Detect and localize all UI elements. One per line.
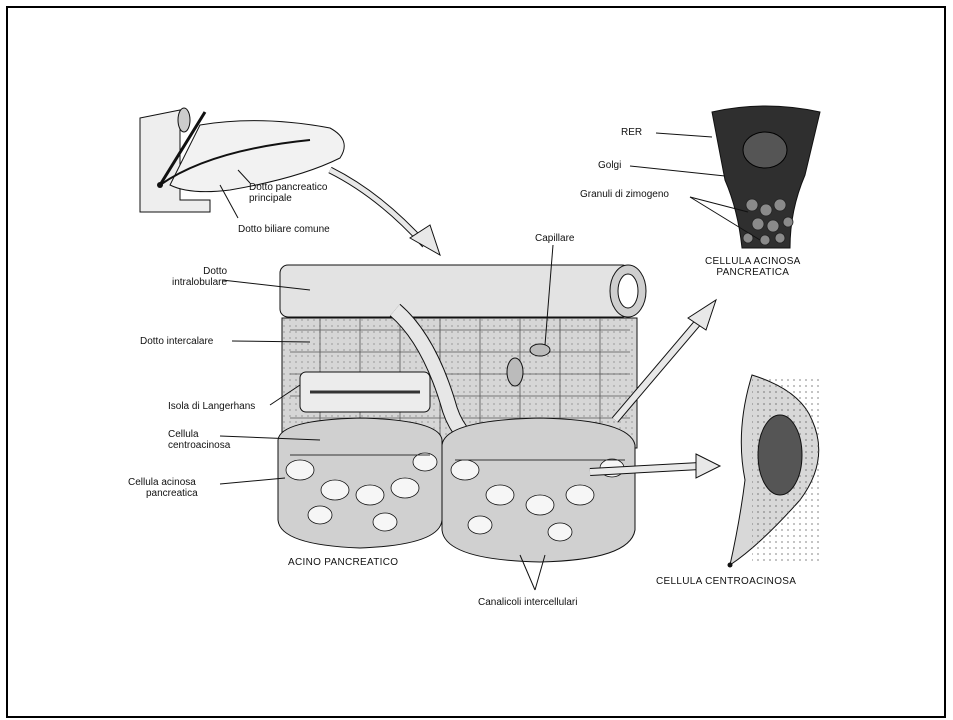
label-dotto-intralobulare-line1: Dotto [172,266,227,277]
label-canalicoli: Canalicoli intercellulari [478,597,578,608]
title-cellula-acinosa-line2: PANCREATICA [705,267,801,278]
label-granuli: Granuli di zimogeno [580,189,669,200]
label-isola-langerhans: Isola di Langerhans [168,401,255,412]
label-dotto-pancreatico-line1: Dotto pancreatico [249,182,327,193]
label-dotto-intralobulare-line2: intralobulare [172,277,227,288]
acini [278,418,635,562]
label-rer: RER [621,127,642,138]
label-dotto-pancreatico-line2: principale [249,193,327,204]
label-cellula-acinosa-line2: pancreatica [128,488,198,499]
label-dotto-intercalare: Dotto intercalare [140,336,213,347]
title-cellula-centroacinosa: CELLULA CENTROACINOSA [656,576,796,587]
label-cellula-centroacinosa-line2: centroacinosa [168,440,230,451]
label-cellula-centroacinosa-line1: Cellula [168,429,230,440]
label-acino-pancreatico: ACINO PANCREATICO [288,557,398,568]
title-cellula-acinosa: CELLULA ACINOSA PANCREATICA [705,256,801,278]
label-capillare: Capillare [535,233,574,244]
label-cellula-acinosa-line1: Cellula acinosa [128,477,198,488]
dotto-intralobulare [280,265,646,317]
label-golgi: Golgi [598,160,621,171]
label-cellula-centroacinosa: Cellula centroacinosa [168,429,230,451]
label-dotto-pancreatico: Dotto pancreatico principale [249,182,327,204]
title-cellula-acinosa-line1: CELLULA ACINOSA [705,256,801,267]
label-dotto-intralobulare: Dotto intralobulare [172,266,227,288]
centroacinar-cell-detail [728,375,823,568]
label-dotto-biliare-comune: Dotto biliare comune [238,224,330,235]
acinar-cell-detail [630,106,820,248]
label-cellula-acinosa: Cellula acinosa pancreatica [128,477,198,499]
